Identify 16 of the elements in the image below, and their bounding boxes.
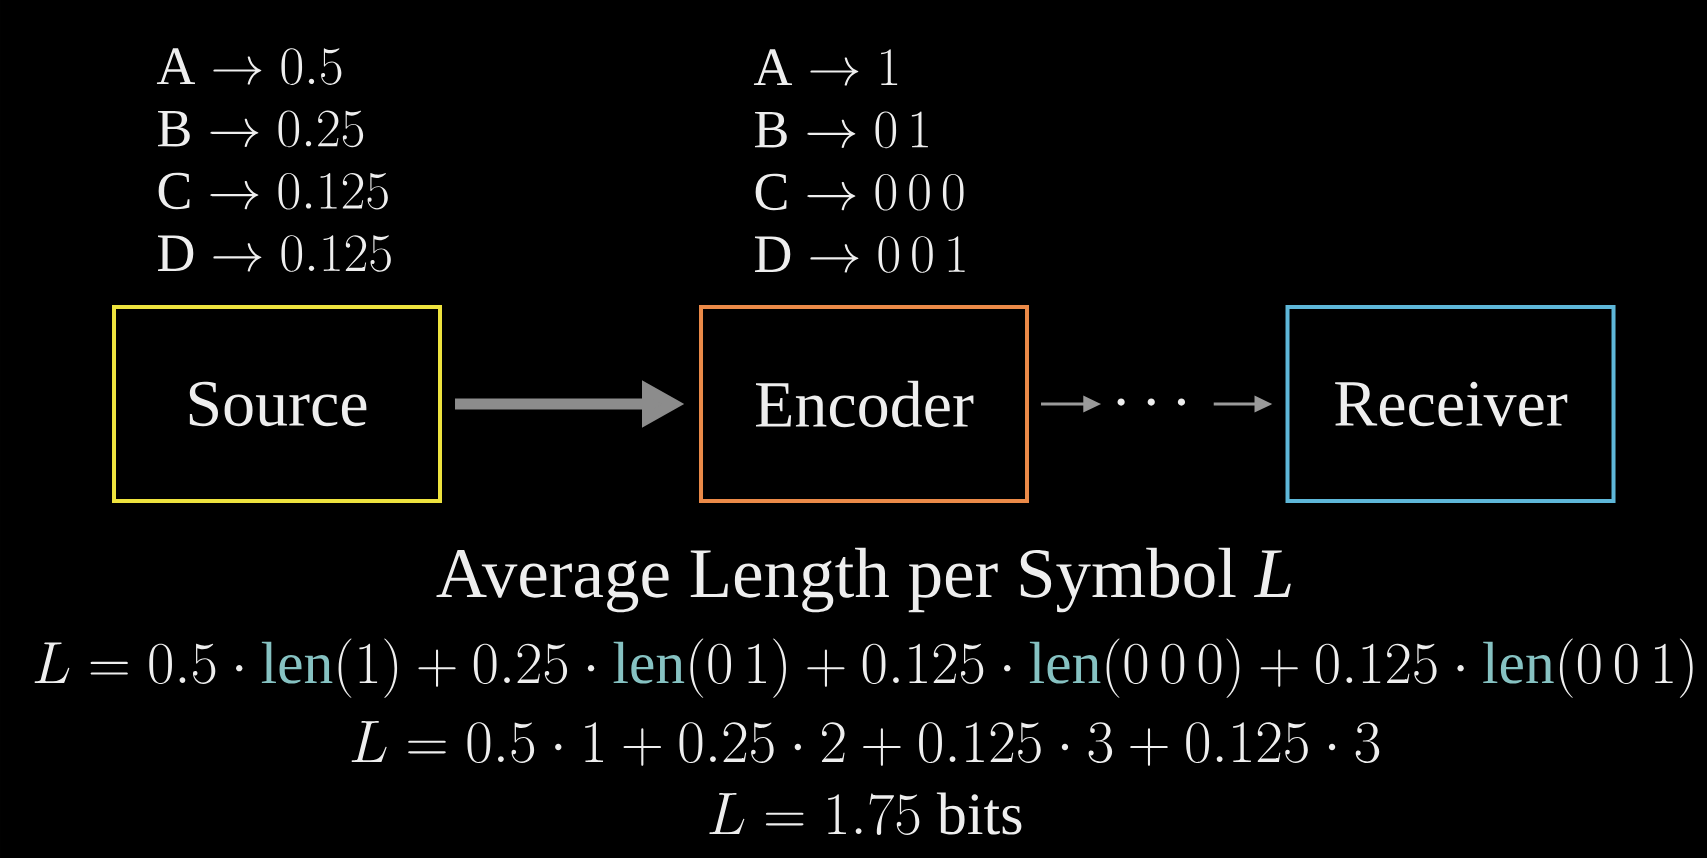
probability-formula: $\mathrm{C} \to 0.125$ [158,172,388,210]
formula: $L = 1.75\ \mathrm{bits}$ [709,792,1022,835]
probability-formula: $\mathrm{A} \to 0.5$ [156,48,342,85]
formula: $L = 0.5 \cdot \textcolor[HTML]{86C2C2}{\operatorname{len}}(1) + 0.25 \cdot \textcolor[HTML]{86C2C2}{\operatorname{len}}(0\,1) + 0.125 \cdot \textcolor[HTML]{86C2C2}{\operatorname{len}}(0\,0\,0) + 0.125 \cdot \textcolor[HTML]{86C2C2}{\operatorname{len}}(0\,0\,1)$ [34,638,1693,698]
formula: $L = 0.5 \cdot 1 + 0.25 \cdot 2 + 0.125 \cdot 3 + 0.125 \cdot 3$ [351,721,1380,766]
process-box: Encoder [699,305,1029,503]
heading: Average Length per Symbol L [436,547,1291,613]
probability-formula: $\mathrm{B} \to 0.25$ [158,110,364,148]
codeword-formula: $\mathrm{B} \to 0\,1$ [755,111,928,149]
codeword-formula: $\mathrm{D} \to 0\,0\,1$ [755,236,965,273]
process-box: Receiver [1285,305,1616,503]
codeword-formula: $\mathrm{C} \to 0\,0\,0$ [755,173,964,211]
codeword-formula: $\mathrm{A} \to 1$ [753,49,898,86]
ellipsis: $\cdots$ [1117,398,1186,406]
probability-formula: $\mathrm{D} \to 0.125$ [158,235,391,272]
process-box: Source [112,305,442,503]
